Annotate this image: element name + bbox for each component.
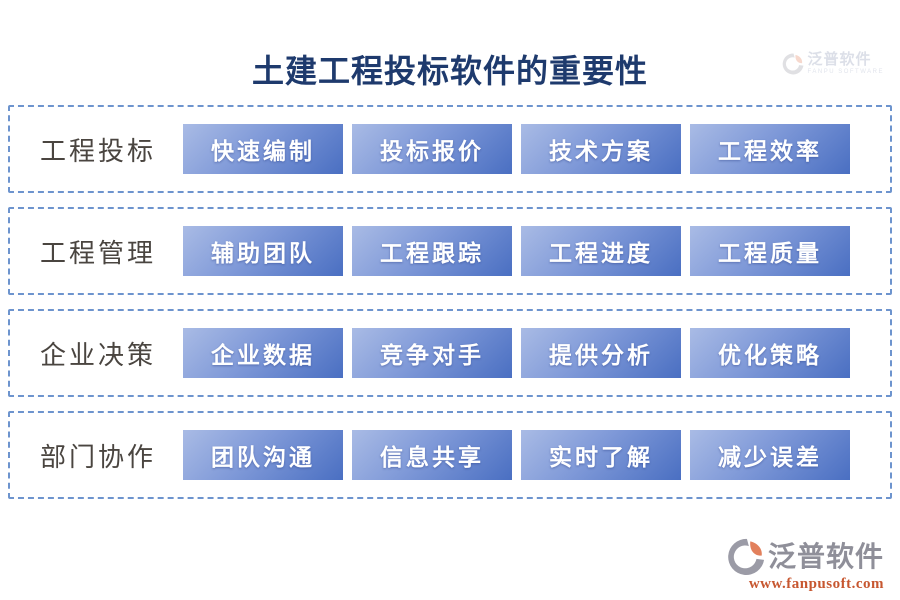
fanpu-logo-icon	[782, 53, 804, 75]
feature-button[interactable]: 优化策略	[690, 328, 850, 378]
section-label: 部门协作	[40, 442, 157, 472]
feature-button[interactable]: 辅助团队	[183, 226, 343, 276]
feature-button[interactable]: 快速编制	[183, 124, 343, 174]
fanpu-logo-icon	[727, 538, 765, 576]
feature-button[interactable]: 工程质量	[690, 226, 850, 276]
watermark-brand: 泛普软件	[807, 51, 872, 68]
footer-logo: 泛普软件 www.fanpusoft.com	[727, 538, 884, 592]
feature-button[interactable]: 工程效率	[690, 124, 850, 174]
section-label: 工程管理	[40, 238, 157, 268]
feature-button[interactable]: 实时了解	[521, 430, 681, 480]
feature-button[interactable]: 提供分析	[521, 328, 681, 378]
page-title: 土建工程投标软件的重要性	[251, 53, 648, 89]
watermark-caption: FANPU SOFTWARE	[807, 69, 884, 75]
watermark-logo: 泛普软件 FANPU SOFTWARE	[782, 52, 884, 75]
feature-button[interactable]: 投标报价	[352, 124, 512, 174]
footer-brand-name: 泛普软件	[767, 541, 884, 572]
footer-website-link[interactable]: www.fanpusoft.com	[748, 576, 884, 592]
section-label: 企业决策	[40, 340, 157, 370]
feature-button[interactable]: 减少误差	[690, 430, 850, 480]
section-row-enterprise-decision: 企业决策 企业数据 竞争对手 提供分析 优化策略	[8, 309, 892, 397]
feature-button[interactable]: 企业数据	[183, 328, 343, 378]
feature-button[interactable]: 竞争对手	[352, 328, 512, 378]
feature-button[interactable]: 工程跟踪	[352, 226, 512, 276]
feature-button[interactable]: 技术方案	[521, 124, 681, 174]
section-row-project-management: 工程管理 辅助团队 工程跟踪 工程进度 工程质量	[8, 207, 892, 295]
feature-button[interactable]: 工程进度	[521, 226, 681, 276]
section-row-department-collaboration: 部门协作 团队沟通 信息共享 实时了解 减少误差	[8, 411, 892, 499]
section-row-engineering-bid: 工程投标 快速编制 投标报价 技术方案 工程效率	[8, 105, 892, 193]
section-label: 工程投标	[40, 136, 157, 166]
feature-button[interactable]: 信息共享	[352, 430, 512, 480]
feature-button[interactable]: 团队沟通	[183, 430, 343, 480]
sections-container: 工程投标 快速编制 投标报价 技术方案 工程效率 工程管理 辅助团队 工程跟踪 …	[8, 105, 892, 513]
